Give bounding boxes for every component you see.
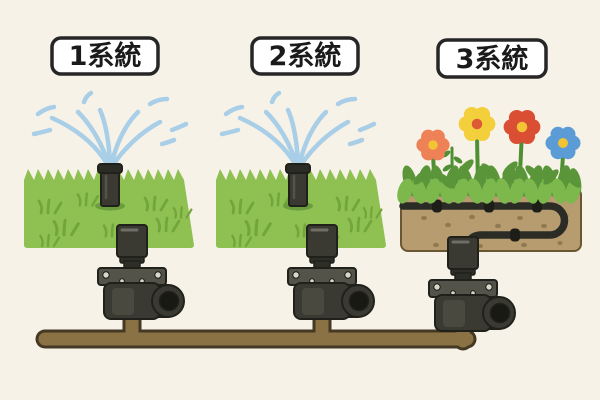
zone-2-label-box [250,36,360,76]
flower-leaves [413,159,581,189]
zone-1-label-box [50,36,160,76]
zone-3-label-box [436,38,548,79]
zone-3-flower-bed [397,106,582,252]
zone-2-label: 2系統 [250,36,360,76]
zone-3-label: 3系統 [436,38,548,79]
zone-1-label-text: 1系統 [69,40,142,72]
zone-2-label-text: 2系統 [269,40,342,72]
zone-1-label: 1系統 [50,36,160,76]
zone-3-label-text: 3系統 [456,43,529,75]
